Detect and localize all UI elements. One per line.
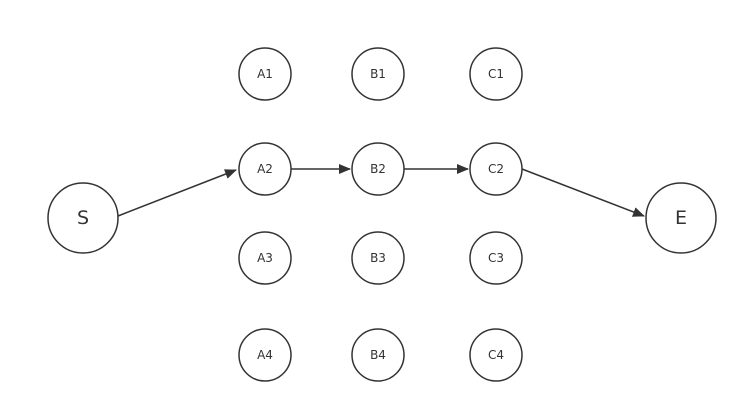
node-a3: A3 [238, 231, 292, 285]
node-b1-label: B1 [370, 67, 386, 81]
node-s: S [47, 182, 119, 254]
node-e: E [645, 182, 717, 254]
edges [117, 164, 645, 217]
node-b1: B1 [351, 47, 405, 101]
node-c1: C1 [469, 47, 523, 101]
node-b4: B4 [351, 328, 405, 382]
node-e-label: E [675, 207, 687, 229]
node-b4-label: B4 [370, 348, 386, 362]
edge-S-A2 [117, 169, 237, 217]
node-c4: C4 [469, 328, 523, 382]
node-c3-label: C3 [488, 251, 504, 265]
node-c2-label: C2 [488, 162, 504, 176]
node-b2-label: B2 [370, 162, 386, 176]
node-b3-label: B3 [370, 251, 386, 265]
node-c1-label: C1 [488, 67, 504, 81]
node-b3: B3 [351, 231, 405, 285]
node-c4-label: C4 [488, 348, 504, 362]
node-a4-label: A4 [257, 348, 273, 362]
node-a1-label: A1 [257, 67, 273, 81]
node-a1: A1 [238, 47, 292, 101]
node-a3-label: A3 [257, 251, 273, 265]
node-a4: A4 [238, 328, 292, 382]
node-s-label: S [77, 207, 89, 229]
node-b2: B2 [351, 142, 405, 196]
node-c2: C2 [469, 142, 523, 196]
node-a2: A2 [238, 142, 292, 196]
node-c3: C3 [469, 231, 523, 285]
edge-C2-E [521, 168, 645, 217]
node-a2-label: A2 [257, 162, 273, 176]
